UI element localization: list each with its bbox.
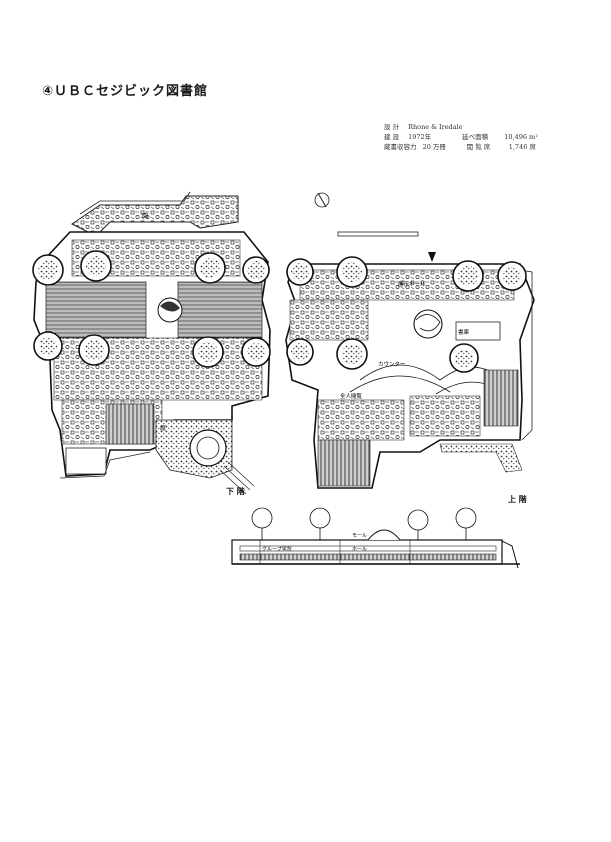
spec-value: 1972年 xyxy=(408,133,432,141)
room-label: 展示ホール xyxy=(398,281,426,288)
spec-row-built: 建 設 1972年 延べ面積 10,496 m² xyxy=(384,132,538,142)
spec-row-capacity: 蔵書収容力 20 万冊 閲 覧 席 1,746 席 xyxy=(384,142,538,152)
section-label: グループ学習 xyxy=(262,546,292,553)
room-label: 庭 xyxy=(160,424,166,432)
spec-value: Rhone & Iredale xyxy=(408,123,463,131)
north-arrow-icon xyxy=(314,192,330,208)
room-label: 書庫 xyxy=(458,328,470,336)
spec-key: 建 設 xyxy=(384,133,400,141)
upper-floor-plan: 展示ホール カウンター 全人閲覧 書庫 xyxy=(285,192,535,489)
spec-value: 1,746 席 xyxy=(508,143,536,151)
spec-key: 蔵書収容力 xyxy=(384,143,417,151)
spec-row-design: 設 計 Rhone & Iredale xyxy=(384,122,538,132)
spec-key: 設 計 xyxy=(384,123,400,131)
room-label: 全人閲覧 xyxy=(340,392,363,400)
section-label: ホール xyxy=(352,547,367,553)
spec-value: 20 万冊 xyxy=(422,143,446,151)
lower-floor-plan: 園 庭 xyxy=(32,191,271,495)
spec-table: 設 計 Rhone & Iredale 建 設 1972年 延べ面積 10,49… xyxy=(384,122,538,152)
page-title: ④ＵＢＣセジビック図書館 xyxy=(42,84,209,99)
room-label: カウンター xyxy=(378,360,406,368)
lower-floor-label: 下 階 xyxy=(226,487,245,496)
upper-floor-label: 上 階 xyxy=(508,495,527,504)
spec-key: 延べ面積 xyxy=(462,133,489,141)
room-label: 園 xyxy=(142,213,148,220)
section-label: モール xyxy=(352,533,367,539)
spec-value: 10,496 m² xyxy=(504,133,538,141)
building-section: グループ学習 ホール モール xyxy=(231,507,520,569)
spec-key: 閲 覧 席 xyxy=(466,143,491,151)
